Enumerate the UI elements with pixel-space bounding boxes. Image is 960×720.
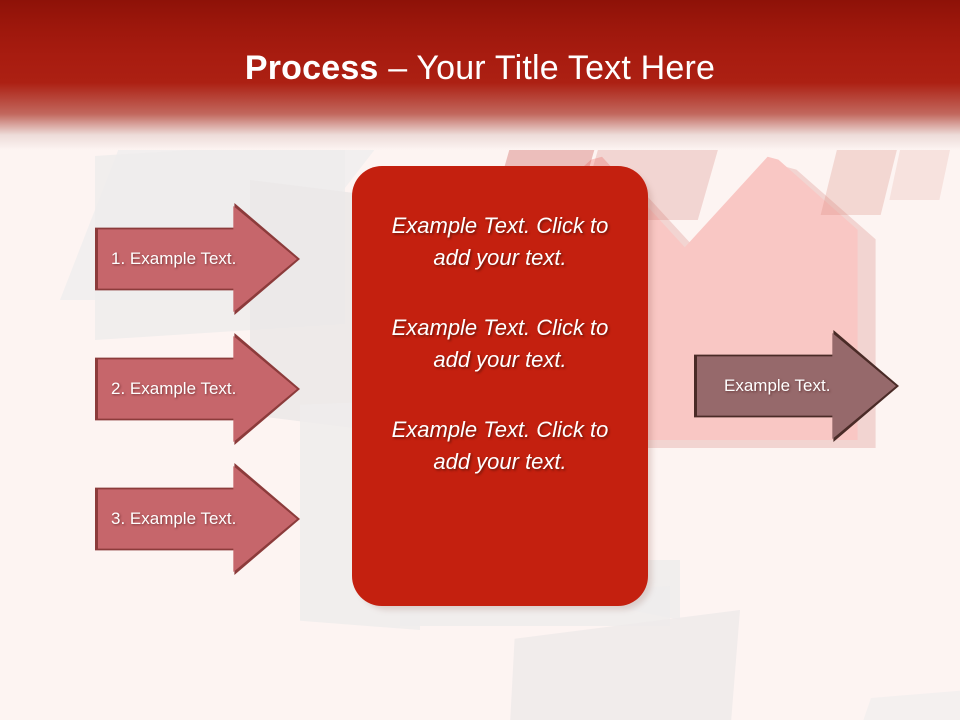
result-arrow[interactable]: Example Text. [694, 330, 899, 442]
step-arrow-1[interactable]: 1. Example Text. [95, 203, 300, 315]
page-title-bold: Process [244, 49, 379, 87]
step-arrow-2-label: 2. Example Text. [111, 379, 237, 398]
arrow-right-icon [694, 330, 899, 442]
page-title: Process – Your Title Text Here [0, 48, 960, 88]
arrow-right-icon [95, 333, 300, 445]
header-band [0, 0, 960, 150]
step-arrow-3-label: 3. Example Text. [111, 509, 237, 528]
content-panel-text-3: Example Text. Click to add your text. [391, 417, 609, 474]
content-panel-text-1: Example Text. Click to add your text. [391, 213, 609, 270]
page-title-rest: – Your Title Text Here [378, 49, 716, 87]
content-panel-text-2: Example Text. Click to add your text. [391, 315, 609, 372]
result-arrow-label: Example Text. [724, 376, 831, 395]
arrow-right-icon [95, 463, 300, 575]
step-arrow-2[interactable]: 2. Example Text. [95, 333, 300, 445]
background-quad-shape [860, 690, 960, 720]
content-panel[interactable]: Example Text. Click to add your text. Ex… [352, 166, 648, 606]
background-quad-shape [510, 610, 740, 720]
arrow-right-icon [95, 203, 300, 315]
step-arrow-1-label: 1. Example Text. [111, 249, 237, 268]
step-arrow-3[interactable]: 3. Example Text. [95, 463, 300, 575]
